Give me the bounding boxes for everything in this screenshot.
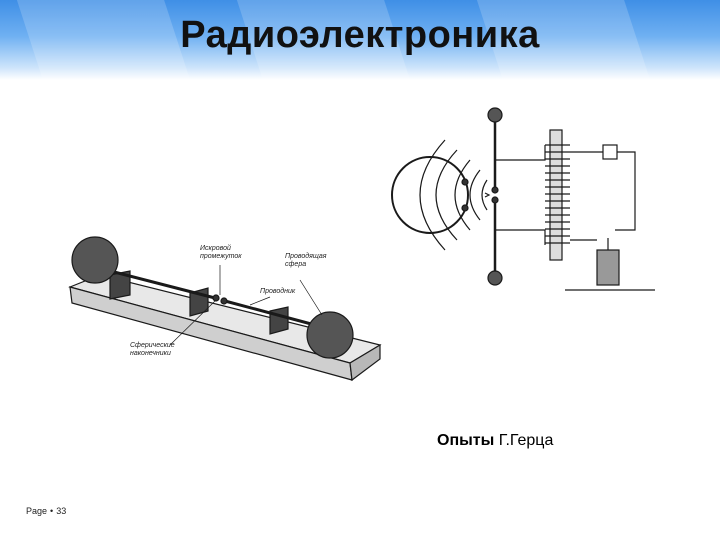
leader-line <box>299 279 323 316</box>
wave-arc <box>469 169 481 221</box>
wave-arc <box>454 159 471 231</box>
footer-bullet: • <box>50 506 54 516</box>
label-sphere-2: сфера <box>285 261 306 268</box>
spark-mark <box>484 192 491 198</box>
conductive-sphere-left <box>71 236 119 284</box>
footer-label: Page <box>26 506 48 516</box>
label-tips-2: наконечники <box>130 350 171 357</box>
interrupter-box <box>602 144 618 160</box>
induction-coil-core <box>549 129 563 261</box>
label-sphere-1: Проводящая <box>285 252 327 260</box>
leader-line <box>169 300 216 346</box>
spark-gap-ball <box>491 186 499 194</box>
label-conductor: Проводник <box>260 287 296 295</box>
receiver-gap-ball <box>461 204 469 212</box>
spark-gap-ball <box>491 196 499 204</box>
battery-cell <box>596 249 620 286</box>
title-bar: Радиоэлектроника <box>0 0 720 80</box>
receiver-gap-ball <box>461 178 469 186</box>
label-spark-gap-1: Искровой <box>200 244 231 252</box>
support-block <box>269 306 289 335</box>
leader-line <box>249 296 271 306</box>
dipole-end-sphere <box>487 270 503 286</box>
battery-wire <box>570 238 609 250</box>
wave-arc <box>435 149 458 241</box>
wire <box>495 145 546 161</box>
base-board-side <box>349 343 381 382</box>
slide-caption: Опыты Г.Герца <box>437 432 553 450</box>
wave-arc <box>481 179 488 211</box>
support-block <box>109 270 131 300</box>
wire <box>495 229 546 245</box>
caption-part1: Опыты <box>437 432 495 449</box>
receiver-ring <box>391 156 469 234</box>
caption-part2: Г.Герца <box>498 432 554 449</box>
label-spark-gap-2: промежуток <box>200 253 242 260</box>
conductive-sphere-right <box>306 311 354 359</box>
page-footer: Page•33 <box>26 506 66 516</box>
slide-title: Радиоэлектроника <box>180 14 540 56</box>
page-number: 33 <box>56 506 67 516</box>
dipole-end-sphere <box>487 107 503 123</box>
wave-arc <box>419 139 446 251</box>
circuit-wire <box>570 151 636 231</box>
coil-windings <box>545 144 570 244</box>
spark-gap-tip <box>220 297 228 305</box>
label-tips-1: Сферические <box>130 342 175 349</box>
hertz-apparatus-illustration <box>391 107 655 291</box>
spark-gap-tip <box>212 294 220 302</box>
hertz-dipole-illustration: Искровой промежуток Проводящая сфера Про… <box>68 236 382 382</box>
